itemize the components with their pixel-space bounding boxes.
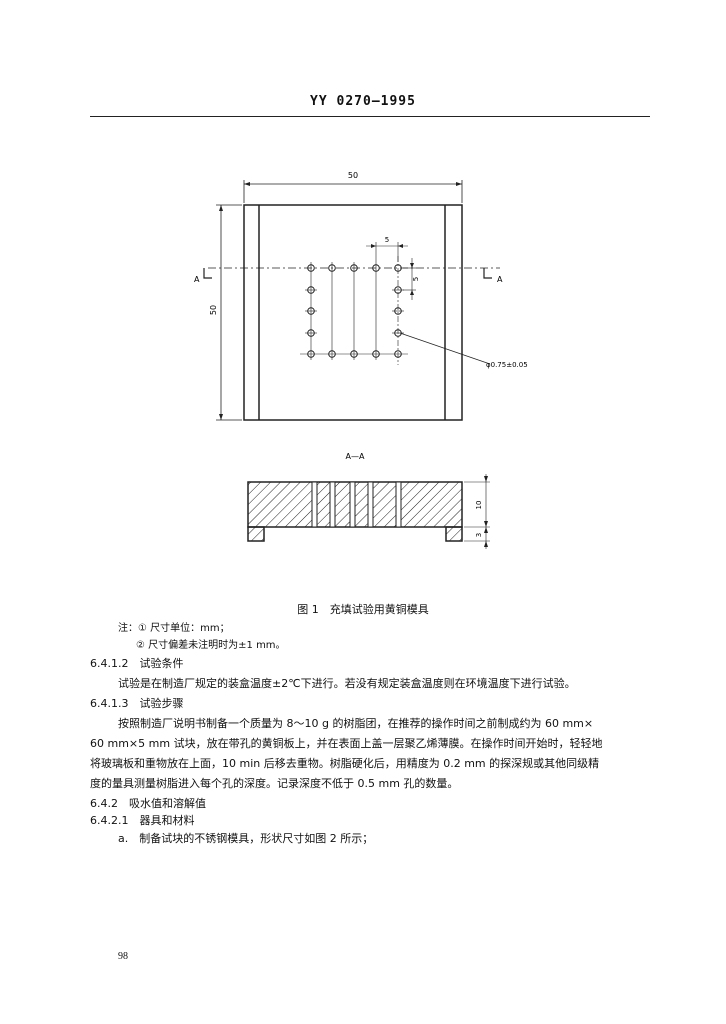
section-mark-right: A — [497, 275, 503, 284]
section-6413-title: 6.4.1.3 试验步骤 — [90, 697, 184, 710]
section-mark-left: A — [194, 275, 200, 284]
page-header-standard: YY 0270—1995 — [310, 94, 416, 109]
section-6412-title: 6.4.1.2 试验条件 — [90, 657, 184, 670]
figure-note-2: ② 尺寸偏差未注明时为±1 mm。 — [136, 640, 286, 651]
section-6421-item-a: a. 制备试块的不锈钢模具，形状尺寸如图 2 所示； — [118, 832, 374, 845]
height-dim-label: 50 — [209, 305, 218, 315]
foot-dim-label: 3 — [475, 533, 483, 537]
section-6413-line1: 按照制造厂说明书制备一个质量为 8～10 g 的树脂团，在推荐的操作时间之前制成… — [118, 717, 594, 730]
figure-caption: 图 1 充填试验用黄铜模具 — [297, 603, 429, 616]
header-rule — [90, 116, 650, 117]
pitch-h-label: 5 — [385, 236, 389, 244]
hole-pattern — [307, 264, 402, 358]
figure-note-1: 注：① 尺寸单位：mm； — [118, 623, 230, 634]
section-6421-title: 6.4.2.1 器具和材料 — [90, 814, 195, 827]
page-number: 98 — [118, 951, 128, 962]
section-6413-line3: 将玻璃板和重物放在上面，10 min 后移去重物。树脂硬化后，用精度为 0.2 … — [90, 757, 600, 770]
section-view — [247, 481, 463, 542]
callout-leader — [399, 332, 491, 365]
section-6412-text: 试验是在制造厂规定的装盒温度±2℃下进行。若没有规定装盒温度则在环境温度下进行试… — [118, 677, 576, 690]
hole-callout: φ0.75±0.05 — [486, 361, 528, 369]
hole — [394, 264, 402, 272]
plate-outline — [243, 204, 463, 421]
section-6413-line2: 60 mm×5 mm 试块，放在带孔的黄铜板上，并在表面上盖一层聚乙烯薄膜。在操… — [90, 737, 603, 750]
pitch-v-label: 5 — [412, 277, 420, 281]
thickness-dim-label: 10 — [475, 501, 483, 510]
section-6413-line4: 度的量具测量树脂进入每个孔的深度。记录深度不低于 0.5 mm 孔的数量。 — [90, 777, 459, 790]
section-title: A—A — [346, 452, 365, 461]
width-dim-label: 50 — [348, 171, 358, 180]
section-642-title: 6.4.2 吸水值和溶解值 — [90, 797, 206, 810]
